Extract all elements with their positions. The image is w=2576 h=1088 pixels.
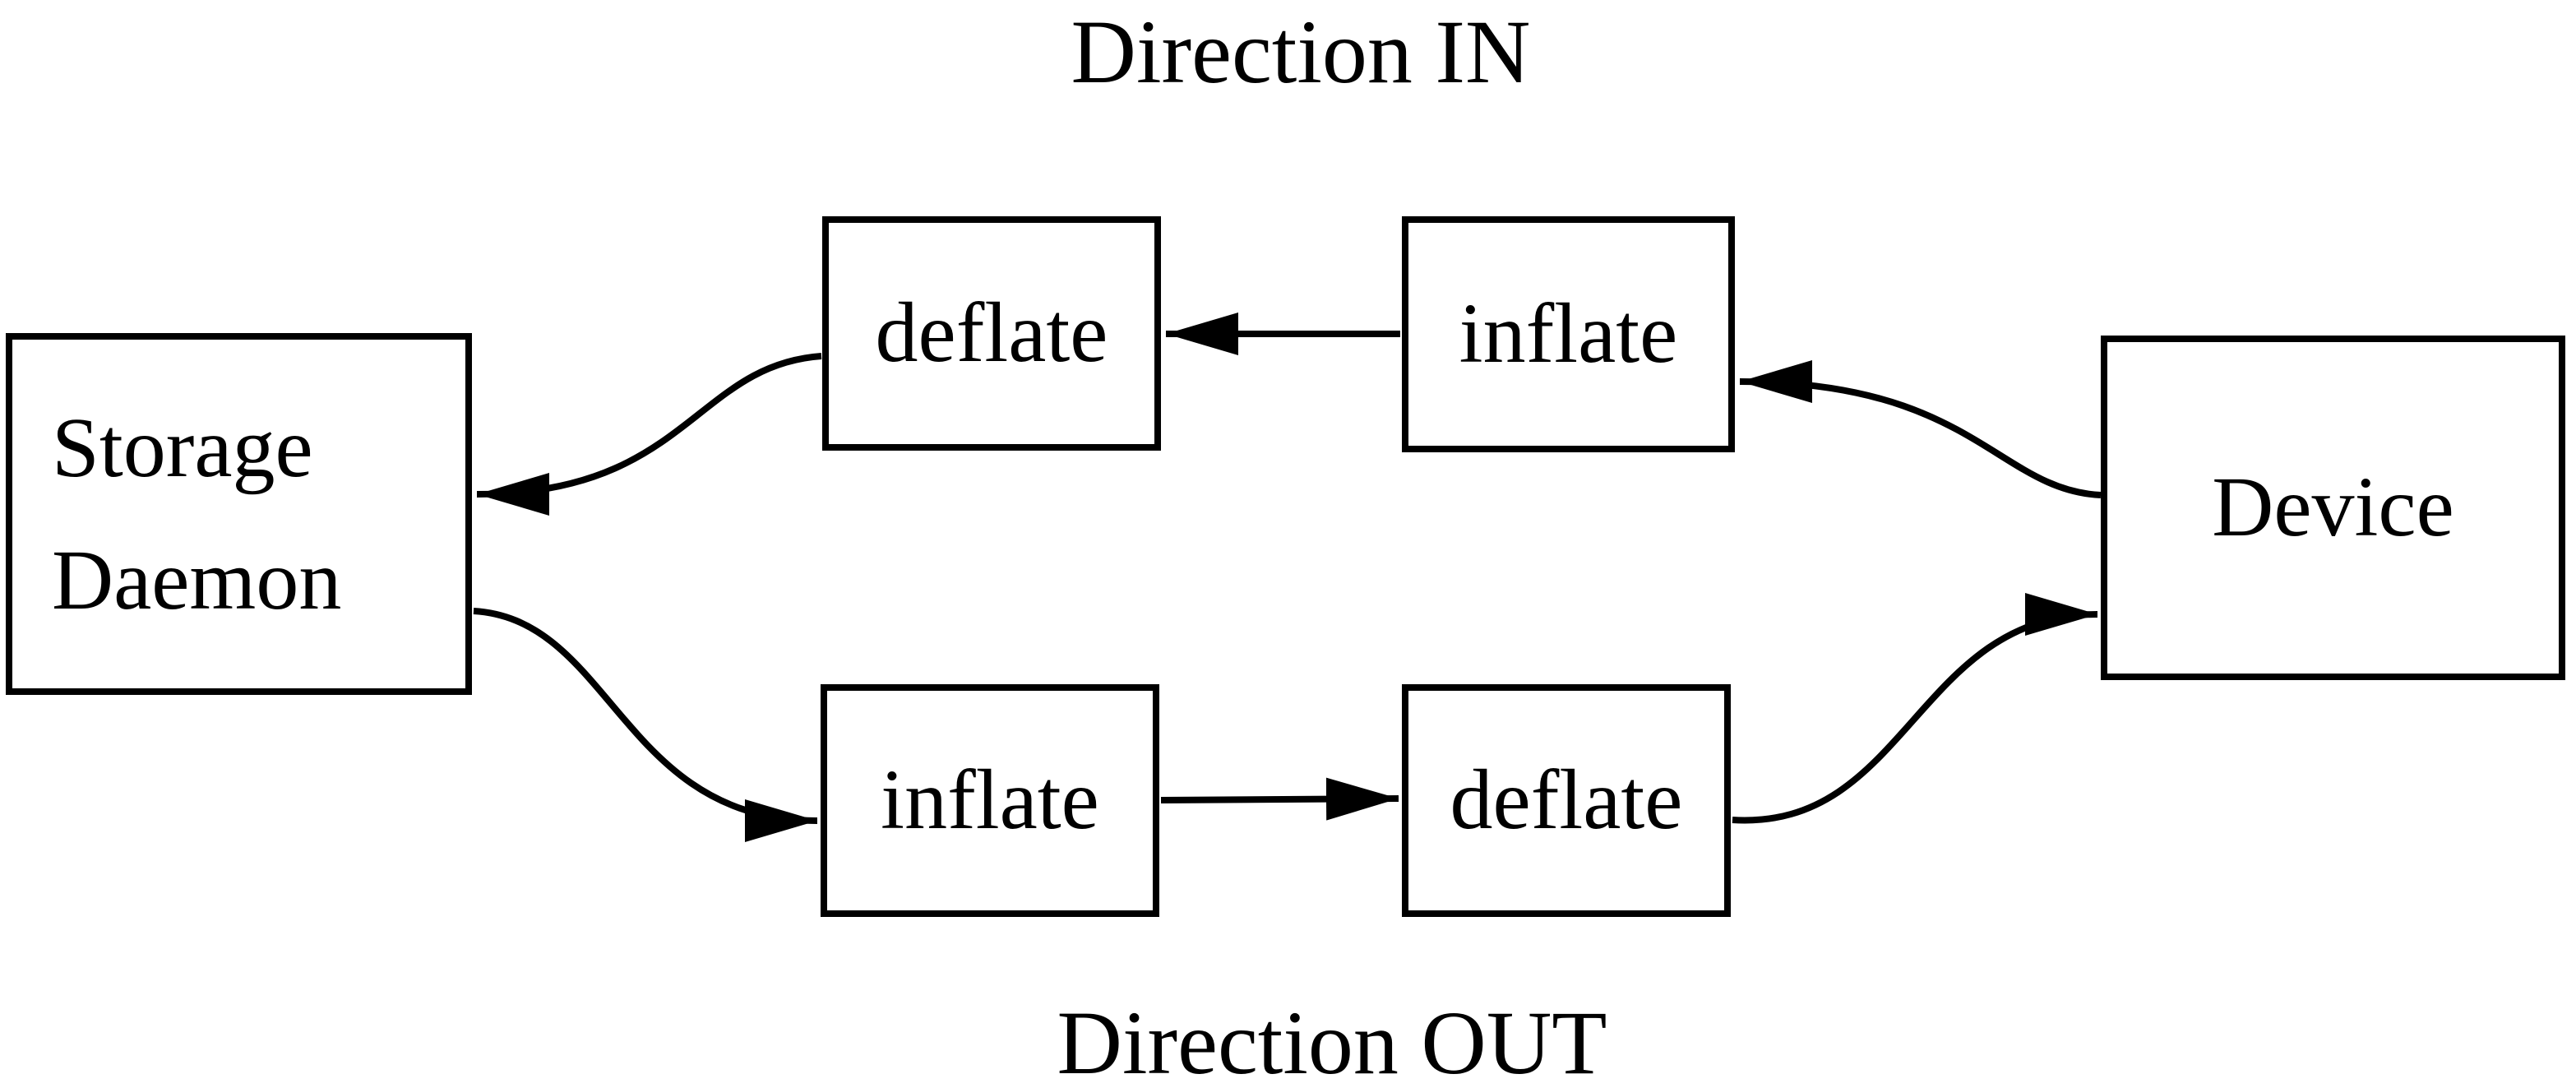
storage-daemon-label-line2: Daemon (52, 533, 342, 627)
edge-deflate-in-to-storage-daemon (476, 353, 822, 516)
device-label: Device (2212, 460, 2454, 555)
deflate-out-label: deflate (1450, 752, 1683, 848)
title-direction-out: Direction OUT (1057, 993, 1607, 1088)
node-storage-daemon: Storage Daemon (6, 333, 472, 695)
title-direction-in: Direction IN (1071, 2, 1531, 102)
deflate-in-label: deflate (875, 285, 1108, 381)
edge-inflate-out-to-deflate-out (1160, 777, 1399, 821)
node-deflate-in: deflate (822, 216, 1161, 451)
node-deflate-out: deflate (1402, 684, 1731, 917)
node-device: Device (2101, 336, 2565, 680)
node-inflate-out: inflate (821, 684, 1159, 917)
edge-deflate-out-to-device (1732, 593, 2098, 824)
edge-device-to-inflate-in (1739, 360, 2102, 498)
edge-storage-daemon-to-inflate-out (473, 608, 818, 842)
inflate-in-label: inflate (1459, 286, 1678, 382)
inflate-out-label: inflate (881, 752, 1099, 848)
storage-daemon-label-line1: Storage (52, 400, 313, 495)
node-inflate-in: inflate (1402, 216, 1735, 452)
